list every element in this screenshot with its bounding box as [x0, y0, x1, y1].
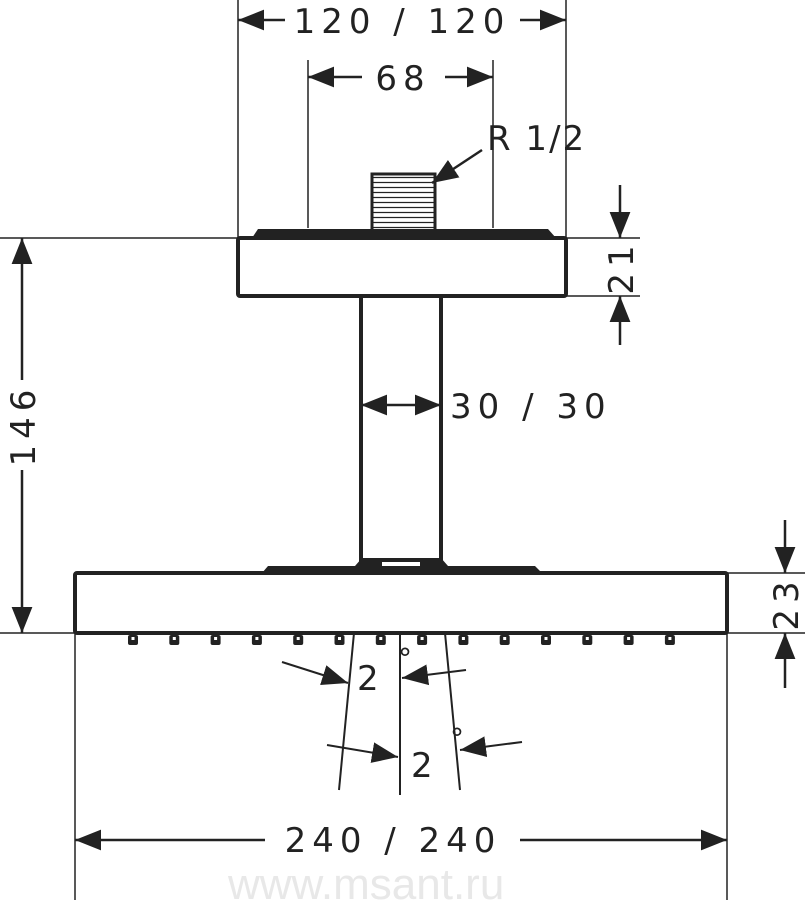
nozzles — [128, 635, 675, 645]
dim-angle-1: 2 — [357, 659, 379, 699]
nozzle-hole — [627, 637, 631, 640]
nozzle-hole — [420, 637, 424, 640]
dim-flange-holes: 68 — [375, 59, 430, 99]
nozzle-hole — [296, 637, 300, 640]
nozzle-hole — [338, 637, 341, 640]
shower-arm — [359, 294, 443, 562]
nozzle-hole — [461, 637, 465, 640]
nozzle-hole — [668, 637, 672, 640]
dim-head-width: 240 / 240 — [285, 821, 502, 861]
dim-top-width: 120 / 120 — [294, 2, 511, 42]
leader-arrow — [431, 148, 483, 185]
dim-arm-width: 30 / 30 — [450, 387, 612, 427]
nozzle-hole — [585, 637, 589, 640]
ceiling-mount — [236, 172, 568, 298]
thread-connector — [370, 172, 437, 236]
nozzle-hole — [379, 637, 383, 640]
nozzle-hole — [172, 637, 176, 640]
shower-head — [73, 558, 729, 645]
mount-lip — [252, 229, 556, 238]
dim-mount-height: 21 — [602, 239, 642, 294]
nozzle-hole — [544, 637, 548, 640]
spray-angle-lines — [281, 632, 523, 795]
mount-flange — [236, 236, 568, 298]
nozzle-hole — [503, 637, 507, 640]
watermark: www.msant.ru — [227, 860, 504, 900]
degree-symbol: ° — [450, 722, 464, 755]
dim-head-height: 23 — [767, 575, 805, 630]
dim-angle-2: 2 — [411, 746, 433, 786]
dim-total-height: 146 — [4, 384, 44, 467]
degree-symbol: ° — [398, 642, 412, 675]
nozzle-hole — [131, 637, 135, 640]
nozzle-hole — [255, 637, 259, 640]
dim-thread: R 1/2 — [487, 119, 586, 159]
nozzle-hole — [214, 637, 218, 640]
